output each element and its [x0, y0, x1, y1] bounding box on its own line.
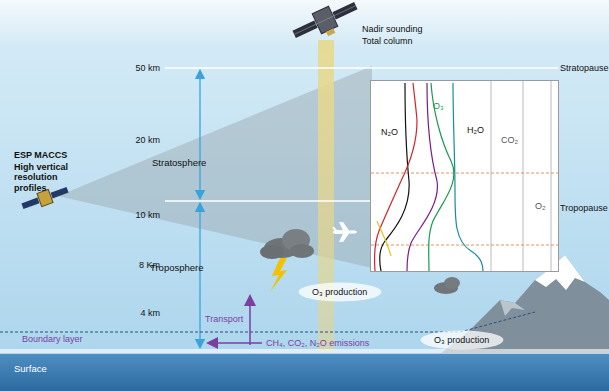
emission-arrow: [212, 342, 262, 344]
layer-name: Troposphere: [150, 263, 204, 274]
instrument-name: ESP MACCS: [14, 150, 67, 160]
region-label: O₃ production: [312, 287, 367, 297]
boundary-layer-line: [0, 332, 460, 333]
gas-label: H₂O: [467, 125, 484, 135]
airplane: [332, 222, 357, 242]
gas-label: O₃: [433, 101, 444, 111]
caption-text: Total column: [362, 36, 413, 46]
nadir-satellite: [290, 0, 363, 49]
storm-cloud: [260, 229, 314, 292]
process-label: Transport: [205, 314, 243, 324]
gas-label: CO₂: [501, 135, 518, 145]
troposphere-arrow: [199, 207, 200, 344]
sea-surface: [0, 353, 609, 391]
emission-label: CH₄, CO₂, N₂O emissions: [266, 338, 369, 348]
boundary-layer-line: [460, 312, 535, 332]
region-label: O₃ production: [434, 335, 489, 345]
small-cloud: [434, 277, 460, 294]
layer-name: Boundary layer: [22, 334, 83, 344]
surface-label: Surface: [14, 364, 47, 375]
instrument-caption: High vertical resolution profiles: [14, 162, 82, 193]
stratopause-line: [165, 67, 558, 69]
surface-edge: [0, 349, 609, 354]
altitude-label: 4 km: [140, 308, 160, 318]
layer-name: Stratosphere: [152, 158, 206, 169]
stratosphere-arrow: [199, 74, 200, 195]
profile-chart: N₂O O₃ H₂O CO₂ O₂: [370, 80, 559, 272]
altitude-label: 10 km: [135, 210, 160, 220]
altitude-label: 50 km: [135, 63, 160, 73]
caption-text: Nadir sounding: [362, 24, 423, 34]
gas-label: N₂O: [381, 127, 398, 137]
boundary-name: Stratopause: [560, 63, 609, 73]
profile-curves: [371, 81, 558, 271]
ozone-region: O₃ production: [298, 282, 381, 302]
altitude-label: 20 km: [135, 135, 160, 145]
boundary-name: Tropopause: [560, 203, 608, 213]
ozone-region: O₃ production: [420, 330, 503, 350]
transport-arrow: [249, 300, 251, 345]
gas-label: O₂: [535, 201, 546, 211]
nadir-beam: [318, 40, 334, 352]
